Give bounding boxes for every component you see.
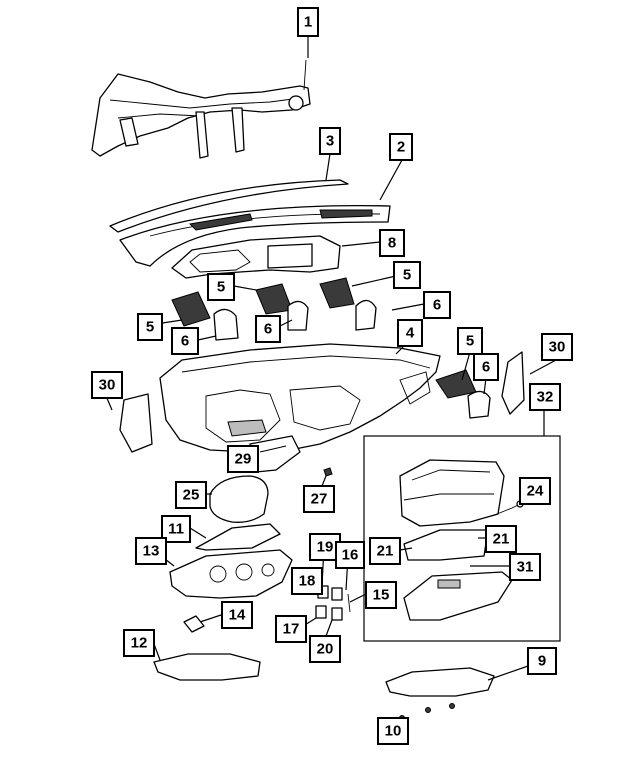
callout-5-right: 5: [457, 327, 483, 355]
callout-25: 25: [175, 481, 207, 509]
glovebox-liner: [403, 529, 489, 561]
vent-bezel-left: [213, 308, 239, 341]
callout-17: 17: [275, 615, 307, 643]
svg-text:9: 9: [538, 653, 546, 670]
steering-column-opening-cover: [209, 475, 269, 523]
callout-5-left: 5: [137, 313, 163, 341]
svg-text:3: 3: [326, 133, 334, 150]
bracket: [183, 615, 205, 633]
svg-text:6: 6: [433, 297, 441, 314]
end-cap-right: [501, 351, 525, 415]
knee-bolster-trim: [195, 523, 281, 551]
clip: [323, 467, 333, 477]
callout-12: 12: [123, 629, 155, 657]
svg-text:14: 14: [229, 607, 246, 624]
svg-text:27: 27: [311, 491, 328, 508]
glovebox-bin: [399, 459, 505, 527]
callout-6-left: 6: [171, 327, 199, 355]
svg-text:30: 30: [99, 377, 116, 394]
svg-text:1: 1: [304, 14, 312, 31]
callout-5-top-left: 5: [207, 273, 235, 301]
glovebox-door: [403, 571, 513, 621]
svg-text:4: 4: [406, 325, 415, 342]
air-vent-right: [435, 369, 477, 399]
callout-24: 24: [519, 477, 551, 505]
vent-bezel-center: [287, 300, 309, 331]
callout-31: 31: [509, 553, 541, 581]
callout-3: 3: [319, 127, 341, 155]
svg-text:5: 5: [466, 333, 474, 350]
callout-1: 1: [297, 7, 319, 37]
svg-text:13: 13: [143, 543, 160, 560]
svg-text:15: 15: [373, 587, 390, 604]
callout-6-far-right: 6: [473, 353, 499, 381]
callout-5-top-right: 5: [393, 261, 421, 289]
callout-6-center: 6: [255, 315, 281, 343]
svg-text:11: 11: [168, 521, 184, 538]
svg-text:10: 10: [385, 723, 402, 740]
svg-text:6: 6: [264, 321, 272, 338]
svg-text:5: 5: [146, 319, 154, 336]
svg-text:21: 21: [377, 543, 394, 560]
svg-text:12: 12: [131, 635, 148, 652]
callout-9: 9: [527, 647, 557, 675]
glovebox-group-frame: [363, 435, 561, 642]
callout-21-left: 21: [369, 537, 401, 565]
svg-text:20: 20: [317, 641, 334, 658]
callout-16: 16: [335, 541, 365, 569]
knee-bolster: [169, 549, 293, 599]
svg-text:2: 2: [397, 139, 405, 156]
callout-18: 18: [291, 567, 323, 595]
end-cap-left: [119, 393, 153, 453]
vent-bezel-right-outer: [467, 390, 491, 419]
cluster-bezel: [171, 235, 341, 279]
svg-text:5: 5: [217, 279, 225, 296]
callout-21-right: 21: [485, 525, 517, 553]
svg-text:16: 16: [342, 547, 359, 564]
floor-shield: [385, 667, 495, 697]
svg-text:8: 8: [388, 235, 396, 252]
air-vent-center-left: [255, 283, 293, 315]
callout-32: 32: [529, 383, 561, 411]
callout-30-right: 30: [541, 333, 573, 361]
instrument-panel-main: [159, 343, 441, 453]
instrument-panel-top-cover: [119, 204, 391, 267]
svg-text:32: 32: [537, 389, 554, 406]
callout-30-left: 30: [91, 371, 123, 399]
svg-text:19: 19: [317, 539, 334, 556]
callout-4: 4: [397, 319, 423, 347]
callout-10: 10: [377, 717, 409, 745]
vent-bezel-right: [355, 299, 377, 331]
svg-text:25: 25: [183, 487, 200, 504]
air-vent-center-right: [319, 277, 355, 309]
svg-text:17: 17: [283, 621, 300, 638]
callout-20: 20: [309, 635, 341, 663]
lower-silencer: [153, 653, 261, 681]
svg-text:18: 18: [299, 573, 316, 590]
callout-8: 8: [379, 229, 405, 257]
callout-2: 2: [389, 133, 413, 161]
cross-car-beam: [91, 59, 311, 159]
callout-13: 13: [135, 537, 167, 565]
svg-text:24: 24: [527, 483, 544, 500]
callout-6-right: 6: [423, 291, 451, 319]
air-vent-left: [171, 291, 211, 327]
svg-text:29: 29: [235, 451, 252, 468]
callout-29: 29: [227, 445, 259, 473]
svg-text:31: 31: [517, 559, 534, 576]
svg-text:6: 6: [482, 359, 490, 376]
svg-text:30: 30: [549, 339, 566, 356]
defroster-strip: [109, 179, 349, 233]
svg-text:6: 6: [181, 333, 189, 350]
callout-27: 27: [303, 485, 335, 513]
svg-text:21: 21: [493, 531, 510, 548]
callout-14: 14: [221, 601, 253, 629]
callout-15: 15: [365, 581, 397, 609]
svg-text:5: 5: [403, 267, 411, 284]
